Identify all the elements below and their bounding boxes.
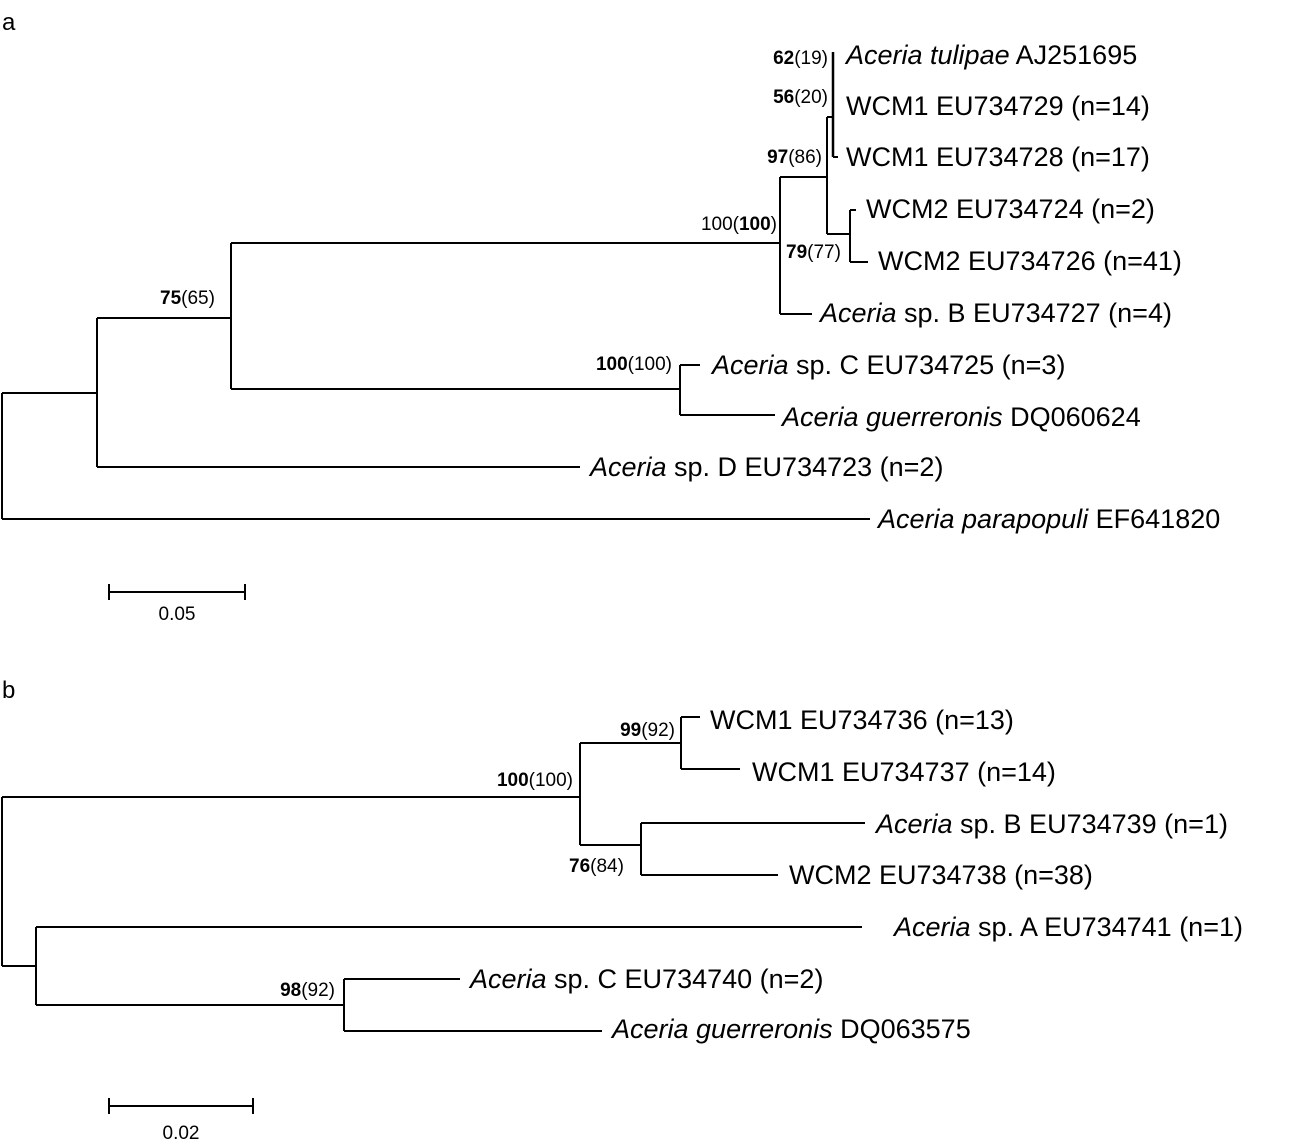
leaf-label: Aceria sp. A EU734741 (n=1): [892, 912, 1243, 942]
support-value: 97(86): [767, 147, 822, 168]
leaf-label: WCM2 EU734724 (n=2): [866, 194, 1155, 224]
tree-panel-b: b WCM1 EU734736 (n=13) WCM1 EU734737 (n=…: [1, 677, 1243, 1144]
leaf-label: Aceria guerreronis DQ060624: [780, 402, 1141, 432]
support-value: 56(20): [773, 87, 828, 108]
leaf-label: Aceria sp. C EU734740 (n=2): [468, 964, 823, 994]
support-value: 100(100): [701, 214, 777, 235]
leaf-label: WCM2 EU734738 (n=38): [789, 860, 1093, 890]
tree-b-support-values: 99(92) 100(100) 76(84) 98(92): [280, 720, 675, 1001]
leaf-label: Aceria sp. B EU734727 (n=4): [818, 298, 1172, 328]
tree-panel-a: a Aceria tulipae A: [1, 9, 1220, 625]
leaf-label: Aceria guerreronis DQ063575: [610, 1014, 971, 1044]
tree-b-leaf-labels: WCM1 EU734736 (n=13) WCM1 EU734737 (n=14…: [468, 705, 1243, 1044]
tree-a-branches: [1, 52, 870, 520]
support-value: 62(19): [773, 48, 828, 69]
leaf-label: Aceria sp. D EU734723 (n=2): [588, 452, 943, 482]
scale-bar-label: 0.05: [159, 604, 196, 625]
support-value: 76(84): [569, 856, 624, 877]
leaf-label: Aceria sp. C EU734725 (n=3): [710, 350, 1065, 380]
support-value: 79(77): [786, 242, 841, 263]
scale-bar-b: 0.02: [108, 1098, 254, 1144]
tree-b-branches: [1, 716, 865, 1032]
scale-bar-a: 0.05: [108, 584, 246, 625]
leaf-label: WCM2 EU734726 (n=41): [878, 246, 1182, 276]
leaf-label: WCM1 EU734728 (n=17): [846, 142, 1150, 172]
support-value: 99(92): [620, 720, 675, 741]
tree-a-support-values: 62(19) 56(20) 97(86) 100(100) 79(77) 75(…: [160, 48, 841, 375]
leaf-label: Aceria tulipae AJ251695: [844, 40, 1137, 70]
leaf-label: WCM1 EU734736 (n=13): [710, 705, 1014, 735]
support-value: 98(92): [280, 980, 335, 1001]
tree-a-leaf-labels: Aceria tulipae AJ251695 WCM1 EU734729 (n…: [588, 40, 1220, 534]
leaf-label: Aceria parapopuli EF641820: [876, 504, 1220, 534]
leaf-label: Aceria sp. B EU734739 (n=1): [874, 809, 1228, 839]
leaf-label: WCM1 EU734729 (n=14): [846, 91, 1150, 121]
panel-label-b: b: [2, 677, 15, 704]
panel-label-a: a: [2, 9, 16, 36]
leaf-label: WCM1 EU734737 (n=14): [752, 757, 1056, 787]
support-value: 100(100): [497, 770, 573, 791]
support-value: 100(100): [596, 354, 672, 375]
support-value: 75(65): [160, 288, 215, 309]
scale-bar-label: 0.02: [163, 1123, 200, 1144]
